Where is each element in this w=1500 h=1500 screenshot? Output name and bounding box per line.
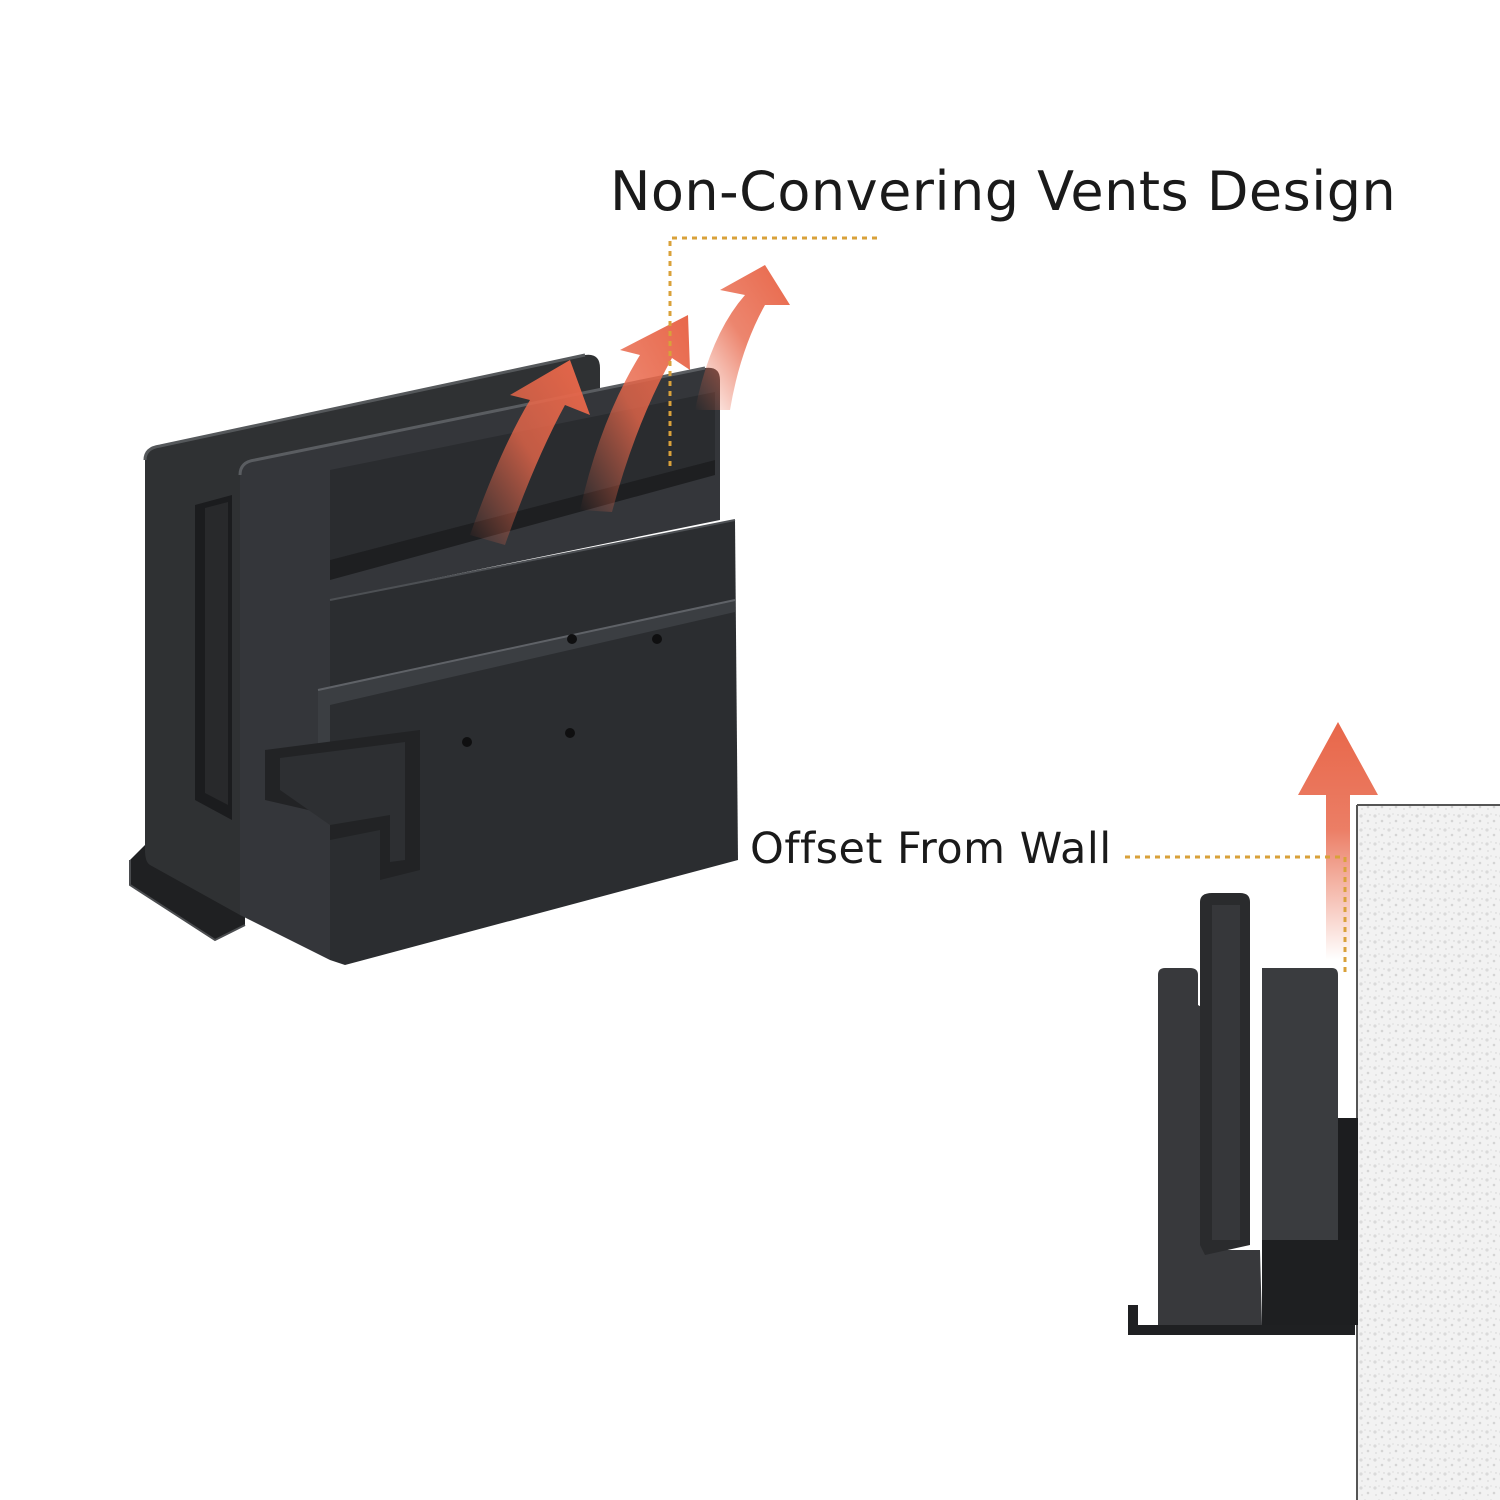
dock-side-foot bbox=[1128, 1305, 1355, 1335]
offset-from-wall-label: Offset From Wall bbox=[750, 824, 1112, 874]
upward-curved-heat-arrow-icon bbox=[470, 360, 590, 545]
wall bbox=[1356, 804, 1500, 1500]
upward-heat-arrow-icon bbox=[1298, 722, 1378, 960]
wall-leader-line bbox=[1125, 855, 1347, 975]
vents-leader-line bbox=[668, 236, 877, 470]
mount-hole bbox=[565, 728, 575, 738]
mount-hole bbox=[567, 634, 577, 644]
upward-curved-heat-arrow-icon bbox=[695, 265, 790, 410]
dock-side-view bbox=[1128, 893, 1358, 1335]
vents-design-label: Non-Convering Vents Design bbox=[610, 160, 1397, 223]
mount-hole bbox=[462, 737, 472, 747]
mount-hole bbox=[652, 634, 662, 644]
upward-curved-heat-arrow-icon bbox=[580, 315, 690, 512]
dock-front-view bbox=[129, 353, 738, 965]
